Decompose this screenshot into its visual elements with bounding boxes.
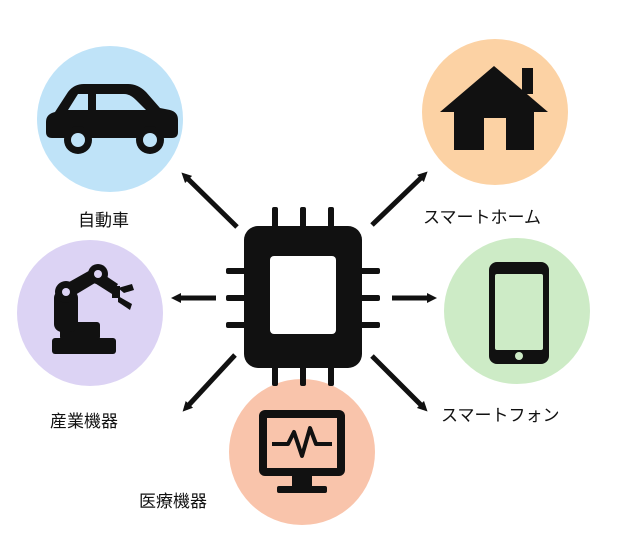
car-icon <box>46 84 178 154</box>
heart-monitor-icon <box>259 410 345 493</box>
arrow-to-medical <box>182 353 237 412</box>
arrow-to-smartphone-label <box>370 354 428 412</box>
arrow-to-home <box>370 171 428 227</box>
house-icon <box>440 66 548 150</box>
label-smartphone: スマートフォン <box>441 406 560 426</box>
arrow-to-car <box>181 172 239 229</box>
smartphone-icon <box>489 262 549 364</box>
label-medical-equipment: 医療機器 <box>139 492 207 512</box>
robot-arm-icon <box>52 264 134 354</box>
node-robot-circle <box>17 240 163 386</box>
label-smart-home: スマートホーム <box>423 208 541 228</box>
label-industrial-equipment: 産業機器 <box>50 412 118 432</box>
label-car: 自動車 <box>78 211 129 231</box>
microchip-icon <box>226 207 380 386</box>
